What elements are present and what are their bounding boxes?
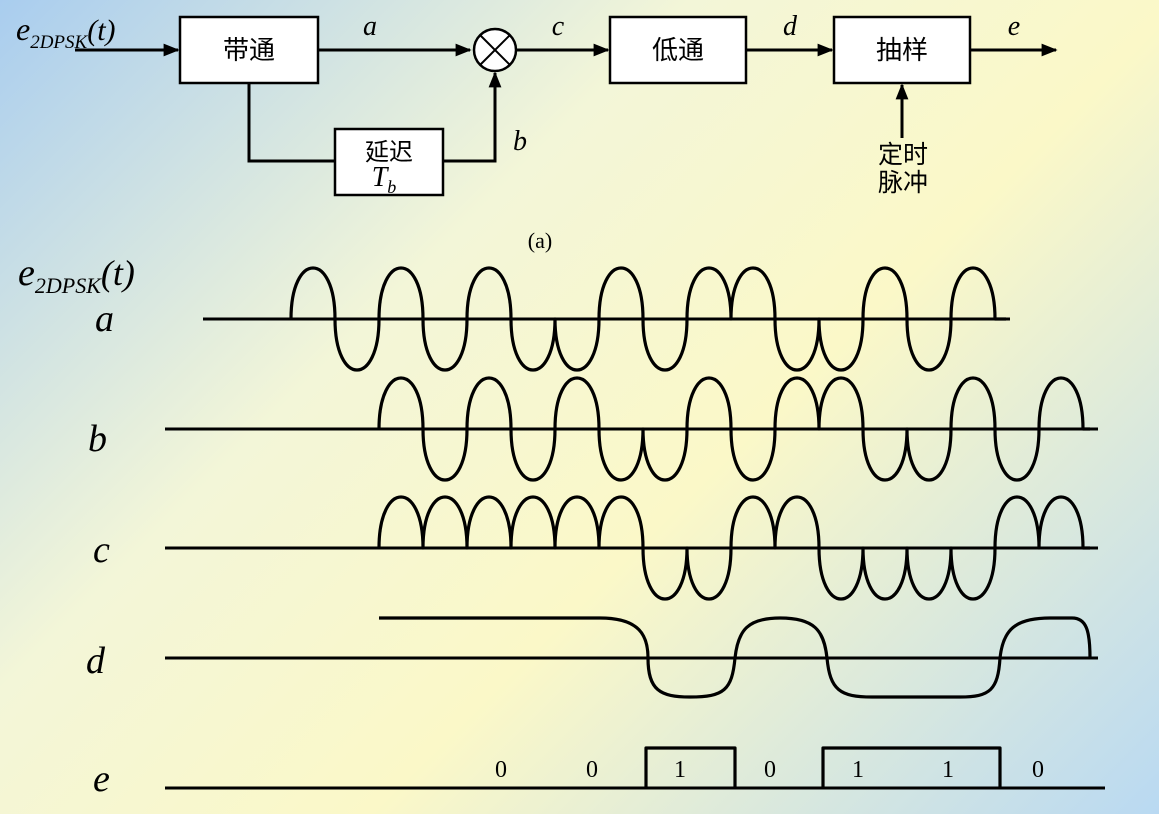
bit-label: 1 xyxy=(674,757,686,783)
waveform-e xyxy=(644,746,1002,788)
bit-label: 1 xyxy=(852,757,864,783)
decoded-bits: 0 0 1 0 1 1 0 xyxy=(495,757,1044,783)
waveform-d xyxy=(379,616,1092,699)
signal-b-label: b xyxy=(513,126,527,157)
timing-pulse-label-2: 脉冲 xyxy=(878,168,928,197)
figure-caption: (a) xyxy=(528,228,552,253)
waveform-c-label: c xyxy=(93,529,110,571)
waveform-d-label: d xyxy=(86,640,106,682)
timing-pulse-label-1: 定时 xyxy=(878,140,928,169)
bit-label: 0 xyxy=(764,757,776,783)
waveform-e-label: e xyxy=(93,758,110,800)
delay-symbol: Tb xyxy=(372,162,397,197)
multiplier-icon xyxy=(472,27,518,73)
input-signal-label: e2DPSK(t) xyxy=(16,11,116,53)
waveform-a xyxy=(289,266,1006,372)
delay-label: 延迟 xyxy=(365,138,413,166)
bandpass-label: 带通 xyxy=(223,36,275,66)
waveform-c xyxy=(377,495,1090,601)
bit-label: 1 xyxy=(942,757,954,783)
bit-label: 0 xyxy=(495,757,507,783)
waveform-a-label: a xyxy=(95,298,114,340)
pulse-bit-1-a xyxy=(644,746,737,788)
sampler-label: 抽样 xyxy=(876,36,928,66)
waveform-b xyxy=(377,376,1090,482)
bit-label: 0 xyxy=(586,757,598,783)
bit-label: 0 xyxy=(1032,757,1044,783)
signal-b-arrow xyxy=(443,71,502,163)
block-diagram: e2DPSK(t) 带通 a 延迟 Tb b c 低通 d 抽样 xyxy=(16,11,1058,253)
lowpass-filter-block xyxy=(608,15,748,85)
signal-e-label: e xyxy=(1008,11,1020,42)
waveform-b-label: b xyxy=(88,418,107,460)
signal-a-label: a xyxy=(363,11,377,42)
waveform-labels: e2DPSK(t) a b c d e xyxy=(18,252,135,800)
signal-c-label: c xyxy=(552,11,565,42)
delay-branch-wire xyxy=(247,83,335,163)
signal-d-label: d xyxy=(783,11,798,42)
waveform-main-label: e2DPSK(t) xyxy=(18,252,135,298)
lowpass-label: 低通 xyxy=(652,36,704,66)
pulse-bit-1-b xyxy=(821,746,1002,788)
